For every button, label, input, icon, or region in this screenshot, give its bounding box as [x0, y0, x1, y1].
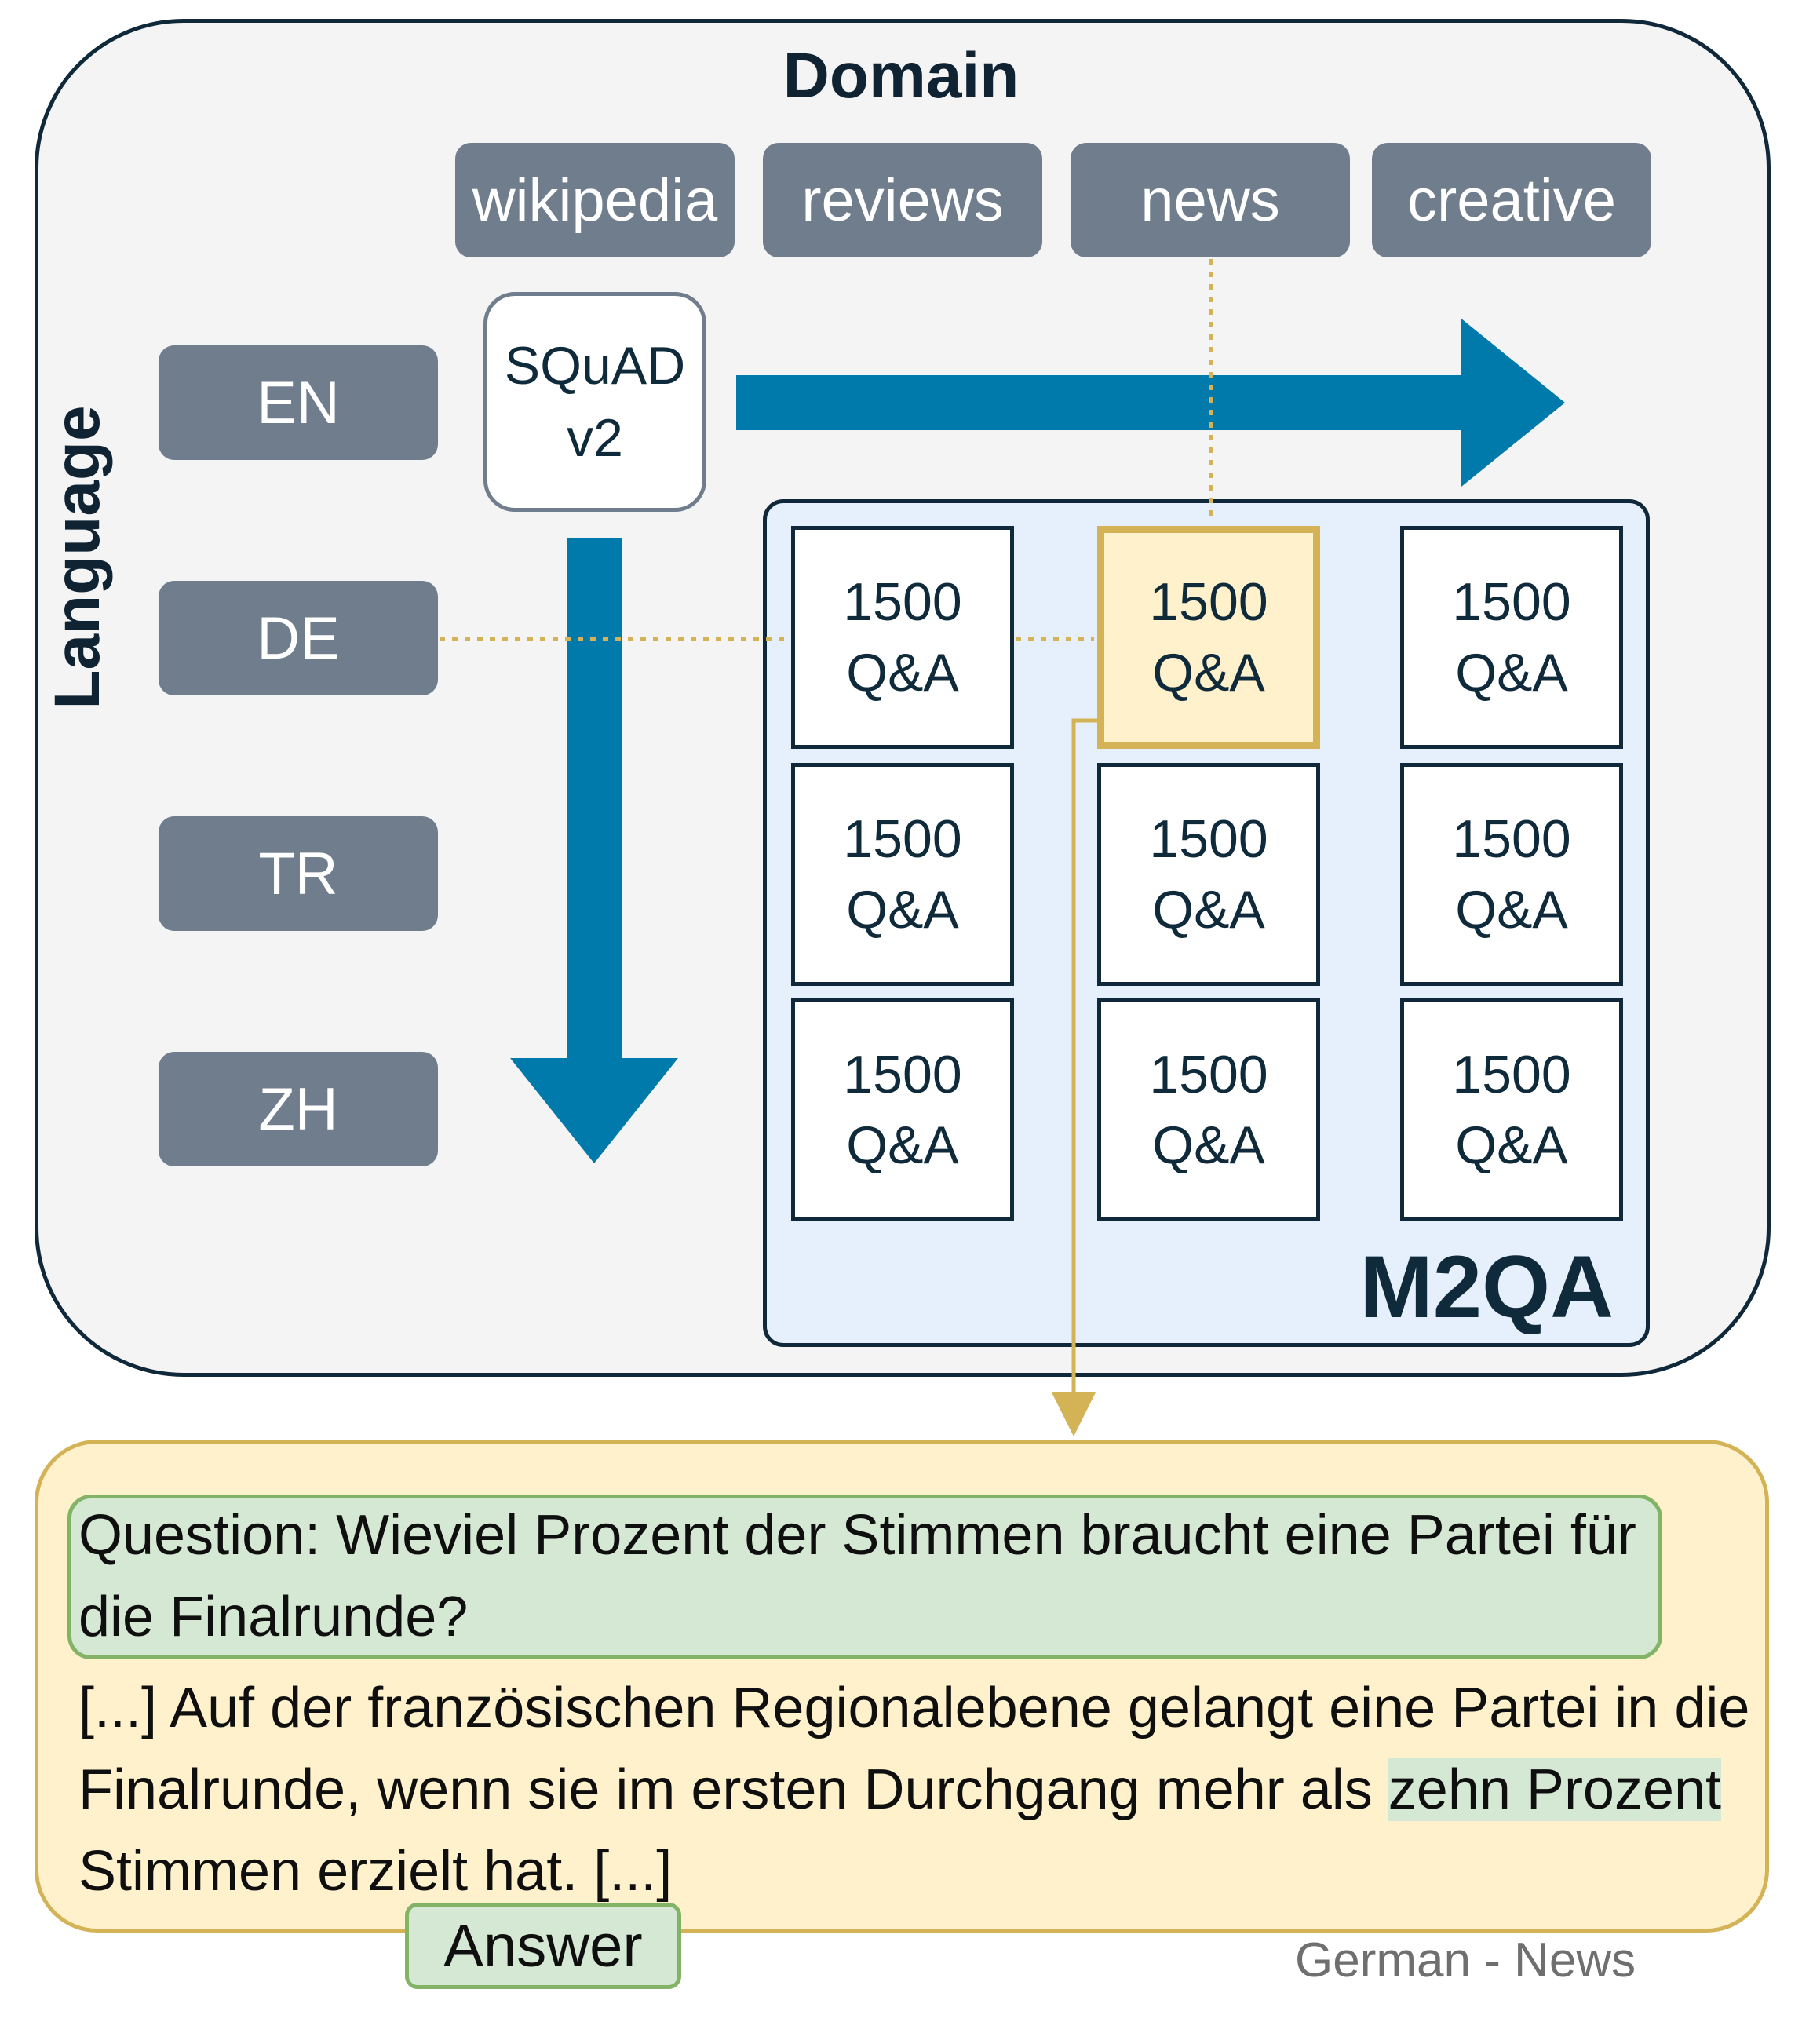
cell-unit: Q&A [1455, 880, 1568, 940]
language-arrow-shaft [567, 538, 622, 1061]
cell-unit: Q&A [846, 643, 959, 703]
cell-count: 1500 [1149, 572, 1268, 632]
grid-cell: 1500 Q&A [791, 998, 1014, 1221]
cell-count: 1500 [1452, 1045, 1571, 1104]
domain-arrow [736, 319, 1565, 487]
source-dataset-name: SQuAD [504, 336, 686, 396]
grid-cell: 1500 Q&A [1400, 998, 1623, 1221]
language-arrow [510, 538, 678, 1163]
cell-count: 1500 [1452, 809, 1571, 869]
cell-unit: Q&A [1152, 1115, 1265, 1175]
cell-count: 1500 [843, 1045, 962, 1104]
domain-chip-reviews: reviews [763, 143, 1042, 257]
grid-cell: 1500 Q&A [791, 526, 1014, 749]
domain-chip-wikipedia: wikipedia [455, 143, 735, 257]
source-dataset-box: SQuAD v2 [483, 292, 706, 512]
cell-count: 1500 [1452, 572, 1571, 632]
example-passage: [...] Auf der französischen Regionaleben… [78, 1667, 1758, 1912]
domain-arrow-head [1461, 319, 1565, 487]
cell-count: 1500 [1149, 1045, 1268, 1104]
dataset-name: M2QA [1359, 1238, 1614, 1336]
source-dataset-version: v2 [567, 408, 623, 468]
domain-arrow-shaft [736, 375, 1466, 430]
grid-cell: 1500 Q&A [1097, 998, 1320, 1221]
cell-unit: Q&A [1152, 643, 1265, 703]
example-caption: German - News [1295, 1933, 1636, 1987]
cell-unit: Q&A [846, 880, 959, 940]
passage-after: Stimmen erzielt hat. [...] [78, 1840, 673, 1903]
language-chip-en: EN [159, 345, 438, 460]
grid-cell-highlighted: 1500 Q&A [1097, 526, 1320, 749]
domain-chip-news: news [1071, 143, 1350, 257]
cell-unit: Q&A [1455, 643, 1568, 703]
grid-cell: 1500 Q&A [1400, 763, 1623, 986]
domain-chip-creative: creative [1372, 143, 1651, 257]
example-connector-line [1071, 718, 1099, 1397]
cell-count: 1500 [843, 572, 962, 632]
passage-before: [...] Auf der französischen Regionaleben… [78, 1677, 1750, 1821]
example-connector-arrowhead [1052, 1392, 1096, 1436]
language-chip-de: DE [159, 581, 438, 695]
question-highlight [67, 1495, 1662, 1659]
answer-label: Answer [405, 1903, 681, 1989]
cell-unit: Q&A [846, 1115, 959, 1175]
domain-axis-title: Domain [782, 40, 1020, 111]
answer-span: zehn Prozent [1388, 1758, 1722, 1821]
example-question: Question: Wieviel Prozent der Stimmen br… [78, 1504, 1636, 1648]
language-arrow-head [510, 1058, 678, 1163]
grid-cell: 1500 Q&A [791, 763, 1014, 986]
cell-unit: Q&A [1455, 1115, 1568, 1175]
language-chip-tr: TR [159, 816, 438, 931]
grid-cell: 1500 Q&A [1097, 763, 1320, 986]
language-chip-zh: ZH [159, 1052, 438, 1166]
grid-cell: 1500 Q&A [1400, 526, 1623, 749]
cell-unit: Q&A [1152, 880, 1265, 940]
cell-count: 1500 [1149, 809, 1268, 869]
cell-count: 1500 [843, 809, 962, 869]
